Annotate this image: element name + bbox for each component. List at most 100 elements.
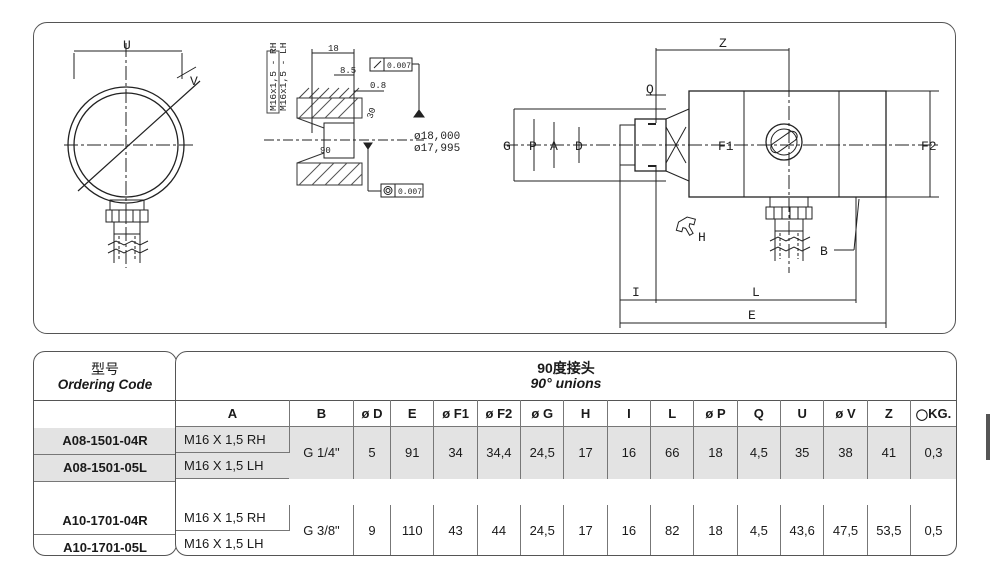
cell-value: 4,5 <box>737 504 782 555</box>
ordering-code-zh: 型号 <box>91 361 119 377</box>
q-label: Q <box>646 82 654 97</box>
f2-label: F2 <box>921 139 937 154</box>
b-value: G 1/4" <box>289 426 354 479</box>
col-header: E <box>390 400 435 427</box>
col-header: A <box>176 400 290 427</box>
v-label: V <box>190 74 198 89</box>
ordering-code-list: A08-1501-04R A08-1501-05L A10-1701-04R A… <box>34 428 176 555</box>
table-row: M16 X 1,5 RH G 3/8" 9 110 43 44 24,5 17 … <box>176 504 956 555</box>
dim-18-label: 18 <box>328 44 339 54</box>
table-row: M16 X 1,5 RH G 1/4" 5 91 34 34,4 24,5 17… <box>176 426 956 479</box>
cell-value: 47,5 <box>823 504 868 555</box>
angle-30-label: 30 <box>365 106 378 120</box>
col-header: ø F2 <box>477 400 522 427</box>
ordering-code-panel: 型号 Ordering Code A08-1501-04R A08-1501-0… <box>33 351 177 556</box>
dia-min-label: ø17,995 <box>414 143 460 155</box>
col-header: H <box>563 400 608 427</box>
thread-lh-label: M16x1,5 - LH <box>278 43 289 111</box>
spec-table-panel: 90度接头 90° unions A B ø D E ø F1 ø F2 ø G… <box>175 351 957 556</box>
ordering-code-en: Ordering Code <box>57 377 153 392</box>
col-header: L <box>650 400 695 427</box>
b-value: G 3/8" <box>289 504 354 555</box>
cell-value: 43 <box>433 504 478 555</box>
a-value: M16 X 1,5 RH <box>176 426 290 453</box>
header-row: A B ø D E ø F1 ø F2 ø G H I L ø P Q U ø … <box>176 400 956 427</box>
col-header: ø F1 <box>433 400 478 427</box>
cell-value: 43,6 <box>780 504 825 555</box>
z-label: Z <box>719 36 727 51</box>
technical-drawing-panel: U V M16x1,5 - RH M16x1,5 - LH 18 8.5 <box>33 22 956 334</box>
cell-value: 38 <box>823 426 868 479</box>
cell-value: 16 <box>607 426 652 479</box>
col-header: Z <box>867 400 912 427</box>
side-view: Z Q G P A D F1 F2 H <box>503 36 939 328</box>
cell-value: 0,3 <box>924 445 943 461</box>
ordering-code-caption: 型号 Ordering Code <box>34 352 176 401</box>
ordering-code-header-spacer <box>34 400 176 429</box>
col-header: Q <box>737 400 782 427</box>
cell-value: 35 <box>780 426 825 479</box>
i-label: I <box>632 285 640 300</box>
col-header: B <box>289 400 354 427</box>
p-label: P <box>529 139 537 154</box>
tol-bottom-label: 0.007 <box>398 188 422 197</box>
table-row: M16 X 1,5 LH <box>176 531 956 556</box>
cell-value: 34 <box>433 426 478 479</box>
cell-value: 44 <box>477 504 522 555</box>
technical-drawing: U V M16x1,5 - RH M16x1,5 - LH 18 8.5 <box>64 36 939 328</box>
b-label: B <box>820 244 828 259</box>
cell-value: 91 <box>390 426 435 479</box>
d-label: D <box>575 139 583 154</box>
col-header: ø D <box>353 400 392 427</box>
cell-value: 82 <box>650 504 695 555</box>
cell-value: 41 <box>867 426 912 479</box>
col-header: ø V <box>823 400 868 427</box>
table-title-en: 90° unions <box>530 375 602 391</box>
cell-value: 66 <box>650 426 695 479</box>
cell-value: 5 <box>353 426 392 479</box>
cell-value: 9 <box>353 504 392 555</box>
ordering-code-item: A08-1501-05L <box>34 455 176 482</box>
col-header: U <box>780 400 825 427</box>
ordering-code-item: A10-1701-04R <box>34 508 176 535</box>
g-label: G <box>503 139 511 154</box>
front-view: U V <box>64 38 201 268</box>
ordering-code-item: A08-1501-04R <box>34 428 176 455</box>
table-title-zh: 90度接头 <box>537 360 595 376</box>
a-label: A <box>550 139 558 154</box>
h-label: H <box>698 230 706 245</box>
thread-rh-label: M16x1,5 - RH <box>268 43 279 111</box>
dim-8-5-label: 8.5 <box>340 66 356 76</box>
cell-value: 4,5 <box>737 426 782 479</box>
cell-value: 53,5 <box>867 504 912 555</box>
cell-value: 0,5 <box>924 523 943 538</box>
a-value: M16 X 1,5 LH <box>184 536 264 552</box>
tol-top-label: 0.007 <box>387 62 411 71</box>
spec-table-caption: 90度接头 90° unions <box>176 352 956 401</box>
dim-0-8-label: 0.8 <box>370 81 386 91</box>
cell-value: 18 <box>693 504 738 555</box>
dia-max-label: ø18,000 <box>414 131 460 143</box>
a-value: M16 X 1,5 RH <box>176 504 290 531</box>
group-gap <box>34 482 176 508</box>
cell-value: 17 <box>563 504 608 555</box>
u-label: U <box>123 38 131 53</box>
ordering-code-item: A10-1701-05L <box>63 540 147 555</box>
cell-value: 24,5 <box>520 504 565 555</box>
page-edge-marker <box>986 414 990 460</box>
group-gap-row <box>176 479 956 505</box>
weight-icon: ◯ <box>915 408 929 421</box>
cell-value: 24,5 <box>520 426 565 479</box>
cell-value: 16 <box>607 504 652 555</box>
col-header: I <box>607 400 652 427</box>
cell-value: 110 <box>390 504 435 555</box>
col-header-kg: ◯KG. <box>910 400 956 427</box>
cell-value: 34,4 <box>477 426 522 479</box>
a-value: M16 X 1,5 LH <box>176 452 290 479</box>
col-header: ø G <box>520 400 565 427</box>
l-label: L <box>752 285 760 300</box>
cell-value: 18 <box>693 426 738 479</box>
spec-table: A B ø D E ø F1 ø F2 ø G H I L ø P Q U ø … <box>176 400 956 556</box>
angle-90-label: 90 <box>320 146 331 156</box>
cell-value: 17 <box>563 426 608 479</box>
